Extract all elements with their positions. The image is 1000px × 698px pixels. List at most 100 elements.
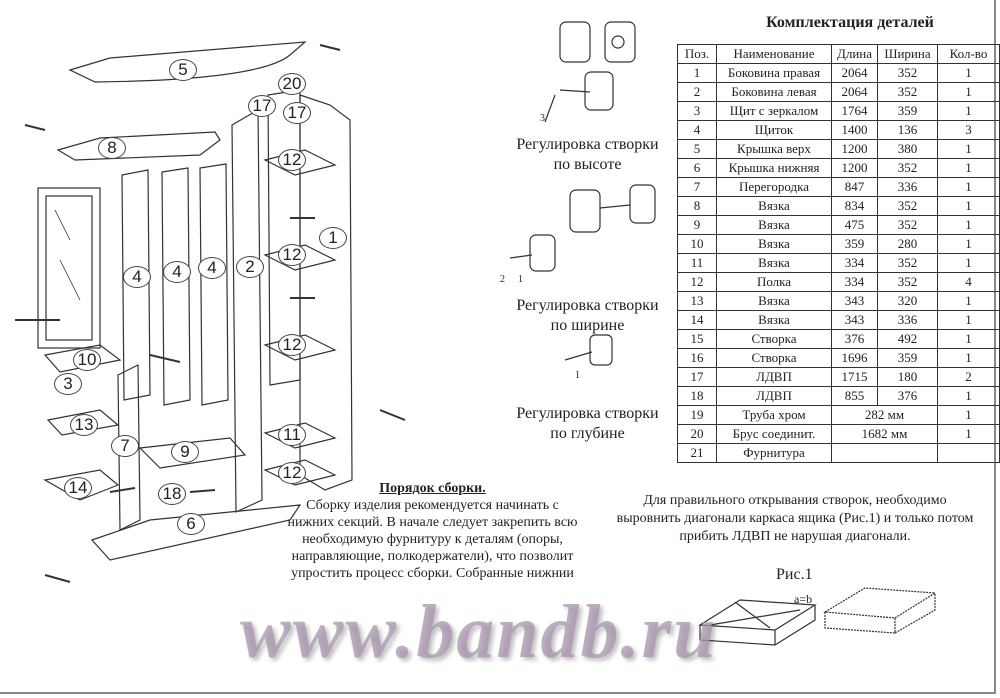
part-number-label: 2 [236,256,264,278]
table-cell: 3 [937,120,1000,140]
caption-line: по высоте [553,156,622,173]
note-line: прибить ЛДВП не нарушая диагонали. [679,529,911,544]
table-cell: 1200 [831,158,878,178]
table-cell: 5 [677,139,717,159]
table-cell: Полка [716,272,832,292]
table-cell [937,443,1000,463]
part-number-label: 4 [123,266,151,288]
table-cell: 1 [937,215,1000,235]
column-header: Ширина [877,44,938,64]
table-cell: 834 [831,196,878,216]
table-cell: 2064 [831,82,878,102]
table-cell: 8 [677,196,717,216]
table-cell: 334 [831,253,878,273]
table-cell: 6 [677,158,717,178]
part-number-label: 12 [278,334,306,356]
assembly-line: упростить процесс сборки. Собранные нижн… [291,566,574,581]
table-cell: 1200 [831,139,878,159]
upper-tie [56,131,221,161]
table-cell: 352 [877,215,938,235]
table-cell: 1 [937,329,1000,349]
assembly-order: Порядок сборки. Сборку изделия рекоменду… [275,480,590,582]
table-cell: 1 [937,196,1000,216]
table-cell: 11 [677,253,717,273]
part-number-label: 17 [248,95,276,117]
table-cell: 1 [937,82,1000,102]
table-cell: 352 [877,196,938,216]
table-cell: Створка [716,348,832,368]
table-cell: 4 [937,272,1000,292]
table-cell: 343 [831,291,878,311]
assembly-line: необходимую фурнитуру к деталям (опоры, [302,532,563,547]
table-cell: Боковина правая [716,63,832,83]
table-cell: Щит с зеркалом [716,101,832,121]
part-number-label: 10 [73,349,101,371]
table-cell: Брус соединит. [716,424,832,444]
table-cell: ЛДВП [716,386,832,406]
part-number-label: 14 [64,477,92,499]
table-cell: 19 [677,405,717,425]
table-cell: 1 [937,291,1000,311]
note-line: выровнить диагонали каркаса ящика (Рис.1… [616,511,974,526]
table-cell: ЛДВП [716,367,832,387]
part-number-label: 13 [70,414,98,436]
table-cell: 1 [937,177,1000,197]
table-cell: 352 [877,272,938,292]
table-cell: Вязка [716,310,832,330]
assembly-line: нижних секций. В начале следует закрепит… [287,515,578,530]
assembly-title: Порядок сборки. [379,481,486,496]
table-cell: Крышка нижняя [716,158,832,178]
fig1-boxes [698,587,937,646]
table-cell: 1 [937,158,1000,178]
table-cell: Перегородка [716,177,832,197]
table-cell: 492 [877,329,938,349]
part-number-label: 4 [198,257,226,279]
table-cell: 280 [877,234,938,254]
hinge-diagrams [509,21,656,366]
figure-label: Рис.1 [776,566,813,583]
table-cell [831,443,938,463]
table-cell: 847 [831,177,878,197]
table-cell: 352 [877,158,938,178]
table-cell: 1 [937,348,1000,368]
table-cell: 9 [677,215,717,235]
table-cell: 855 [831,386,878,406]
callout-label: 2 [500,274,505,285]
screws [15,44,406,583]
table-cell: 1 [937,139,1000,159]
part-number-label: 18 [158,483,186,505]
table-cell: 4 [677,120,717,140]
table-cell: 18 [677,386,717,406]
table-cell: 359 [877,348,938,368]
table-cell: Щиток [716,120,832,140]
table-cell: 12 [677,272,717,292]
table-cell: 334 [831,272,878,292]
table-cell: 282 мм [831,405,938,425]
column-header: Наименование [716,44,832,64]
part-number-label: 5 [169,59,197,81]
table-header-row: Поз. Наименование Длина Ширина Кол-во [677,44,1000,64]
table-cell: 336 [877,177,938,197]
table-cell: 16 [677,348,717,368]
callout-label: 1 [518,274,523,285]
part-number-label: 7 [111,435,139,457]
table-cell: 14 [677,310,717,330]
lower-left-units [43,344,247,531]
table-cell: Вязка [716,291,832,311]
caption-line: по ширине [550,317,625,334]
table-cell: 1764 [831,101,878,121]
table-cell: 1696 [831,348,878,368]
